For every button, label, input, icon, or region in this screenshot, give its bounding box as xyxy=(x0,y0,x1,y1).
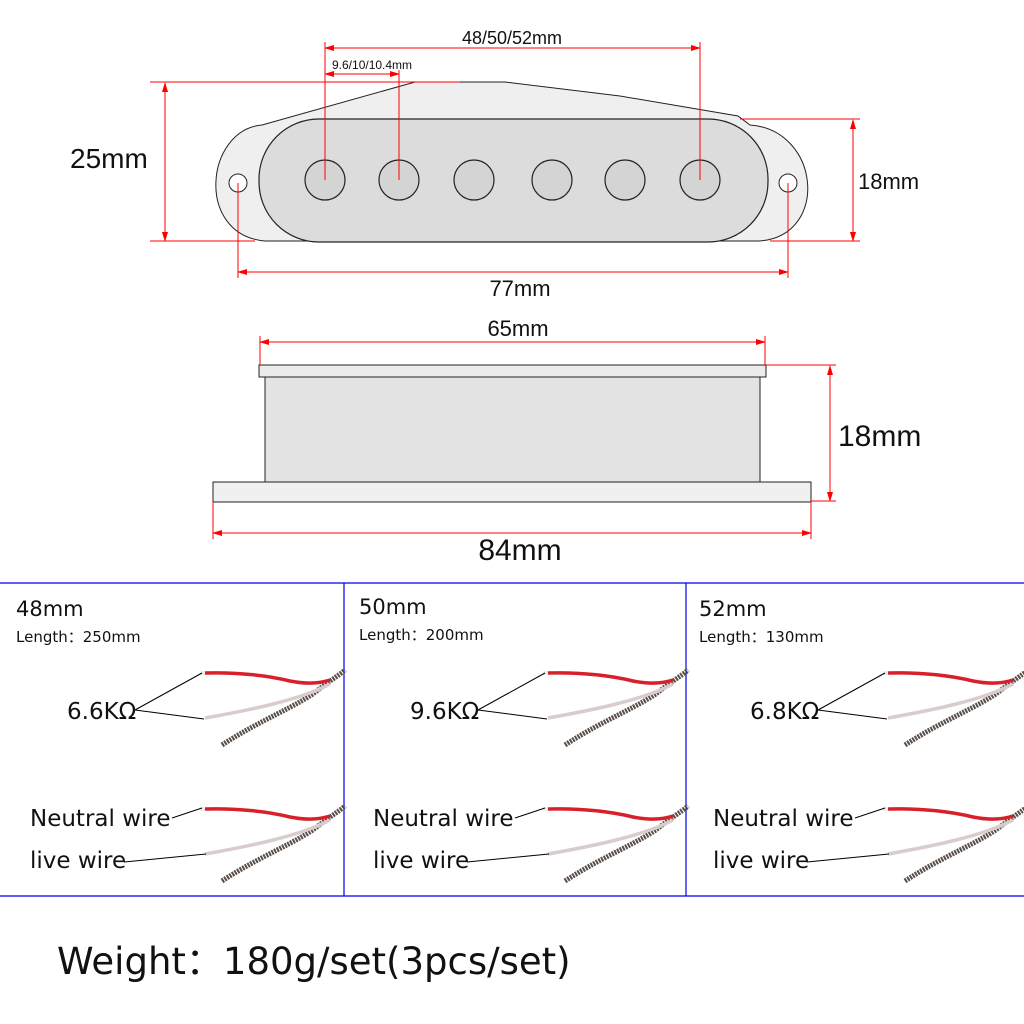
callout-line xyxy=(466,853,550,863)
live-wire-lead xyxy=(887,682,1014,720)
wire-bundle xyxy=(883,806,1024,884)
callout-line xyxy=(134,672,203,711)
neutral-wire-lead xyxy=(887,807,1014,821)
neutral-wire-lead xyxy=(547,671,674,685)
lead-length: Length：200mm xyxy=(359,626,484,644)
cover-length-label: 65mm xyxy=(487,316,548,341)
pole-piece xyxy=(453,159,495,201)
resistance-label: 6.8KΩ xyxy=(750,699,819,725)
live-wire-lead xyxy=(887,818,1014,856)
callout-line xyxy=(477,672,546,711)
callout-line xyxy=(817,709,888,720)
callout-line xyxy=(134,709,205,720)
pickup-cover xyxy=(258,118,769,243)
live-wire-lead xyxy=(547,682,674,720)
ground-wire xyxy=(903,670,1024,748)
callout-line xyxy=(817,672,886,711)
pole-piece xyxy=(531,159,573,201)
neutral-wire-label: Neutral wire xyxy=(30,806,171,832)
weight-label: Weight：180g/set(3pcs/set) xyxy=(57,940,571,983)
wire-tip xyxy=(200,671,205,675)
wire-bundle xyxy=(543,668,690,748)
ground-wire xyxy=(220,668,347,748)
cover-top-rim xyxy=(258,364,767,378)
neutral-wire-lead xyxy=(204,671,331,685)
cover-body xyxy=(264,376,761,483)
live-wire-lead xyxy=(547,818,674,856)
callout-line xyxy=(514,807,546,819)
mount-span-label: 77mm xyxy=(489,276,550,301)
lead-length: Length：250mm xyxy=(16,628,141,646)
live-wire-lead xyxy=(204,818,331,856)
live-wire-lead xyxy=(204,682,331,720)
side-dimension-lines xyxy=(212,336,836,539)
ground-wire xyxy=(563,804,690,884)
base-length-label: 84mm xyxy=(478,534,561,567)
wire-bundle xyxy=(883,670,1024,748)
callout-line xyxy=(854,807,886,819)
pole-span-size: 48mm xyxy=(16,597,84,621)
live-wire-label: live wire xyxy=(30,848,126,874)
callout-line xyxy=(171,807,203,819)
resistance-label: 9.6KΩ xyxy=(410,699,479,725)
callout-line xyxy=(123,853,207,863)
neutral-wire-lead xyxy=(547,807,674,821)
baseplate xyxy=(212,481,812,503)
wire-bundle xyxy=(200,804,347,884)
ground-wire xyxy=(563,668,690,748)
lead-length: Length：130mm xyxy=(699,628,824,646)
resistance-label: 6.6KΩ xyxy=(67,699,136,725)
wire-tip xyxy=(883,807,888,811)
wire-tip xyxy=(200,807,205,811)
wire-bundle xyxy=(543,804,690,884)
cover-height-label: 18mm xyxy=(858,169,919,194)
ground-wire xyxy=(903,806,1024,884)
side-height-label: 18mm xyxy=(838,420,921,453)
pole-span-size: 50mm xyxy=(359,595,427,619)
live-wire-label: live wire xyxy=(373,848,469,874)
top-dimension-lines xyxy=(150,42,860,278)
wire-tip xyxy=(543,807,548,811)
pole-span-label: 48/50/52mm xyxy=(462,28,562,48)
pole-span-size: 52mm xyxy=(699,597,767,621)
pickup-top-view: 48/50/52mm 9.6/10/10.4mm 25mm 18mm 77mm xyxy=(70,28,919,301)
wire-tip xyxy=(543,671,548,675)
height-label: 25mm xyxy=(70,143,148,174)
ground-wire xyxy=(220,804,347,884)
neutral-wire-lead xyxy=(887,671,1014,685)
pole-spacing-label: 9.6/10/10.4mm xyxy=(332,58,412,72)
live-wire-label: live wire xyxy=(713,848,809,874)
callout-line xyxy=(806,853,890,863)
callout-line xyxy=(477,709,548,720)
wire-bundle xyxy=(200,668,347,748)
neutral-wire-label: Neutral wire xyxy=(373,806,514,832)
pole-piece xyxy=(604,159,646,201)
pickup-side-view: 65mm 18mm 84mm xyxy=(212,316,921,567)
neutral-wire-label: Neutral wire xyxy=(713,806,854,832)
neutral-wire-lead xyxy=(204,807,331,821)
wire-tip xyxy=(883,671,888,675)
